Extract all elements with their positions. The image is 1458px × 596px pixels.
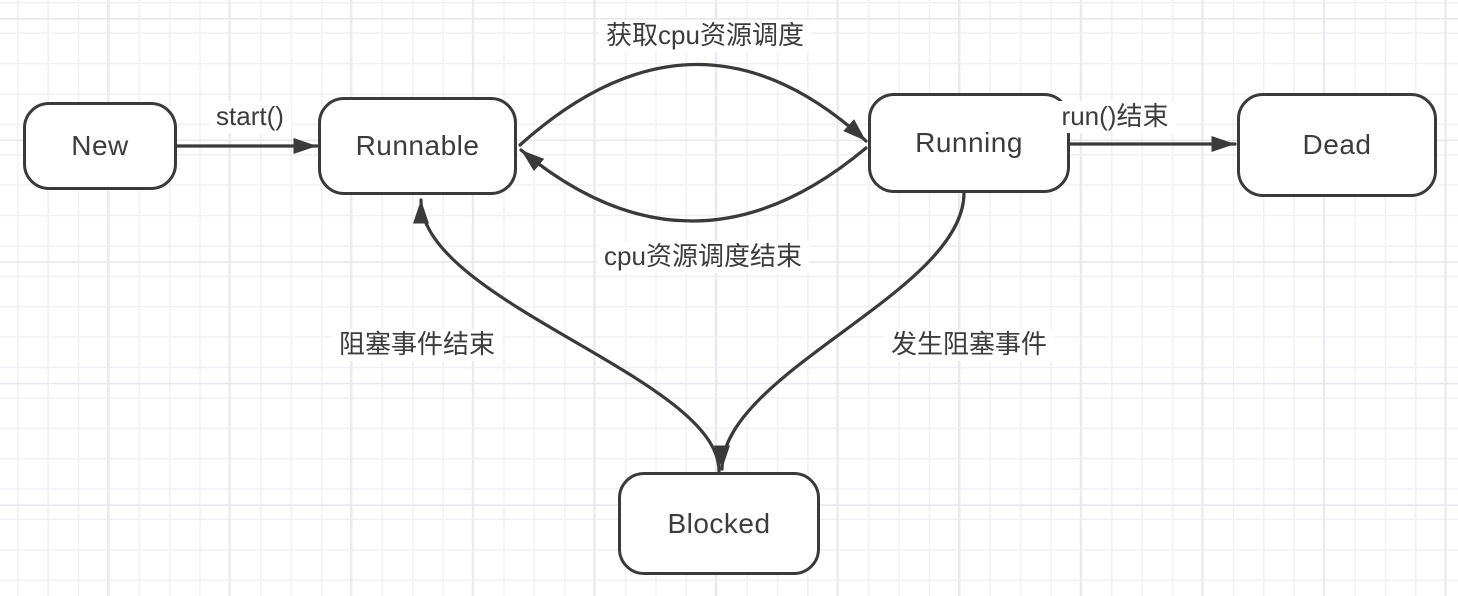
edge-runnable-to-running [518,62,868,147]
state-node-blocked-label: Blocked [667,507,771,539]
edge-blocked-to-runnable [413,198,721,473]
state-node-dead-label: Dead [1302,129,1372,160]
edge-running-to-blocked [714,191,966,471]
edge-label-acquire-cpu: 获取cpu资源调度 [599,20,811,52]
edge-label-block-event-end: 阻塞事件结束 [331,329,503,361]
state-node-running: Running [868,93,1070,193]
edge-label-cpu-schedule-end: cpu资源调度结束 [597,241,809,273]
state-node-new: New [23,102,177,190]
state-node-running-label: Running [915,127,1023,158]
state-node-runnable: Runnable [318,97,517,195]
state-node-runnable-label: Runnable [355,130,480,161]
edge-label-start: start() [209,101,291,133]
edge-label-block-event-occur: 发生阻塞事件 [883,329,1055,361]
state-node-new-label: New [71,130,129,161]
edge-label-run-end: run()结束 [1054,101,1176,133]
state-node-dead: Dead [1237,93,1437,197]
state-node-blocked: Blocked [618,472,820,575]
edge-running-to-runnable [519,146,868,223]
